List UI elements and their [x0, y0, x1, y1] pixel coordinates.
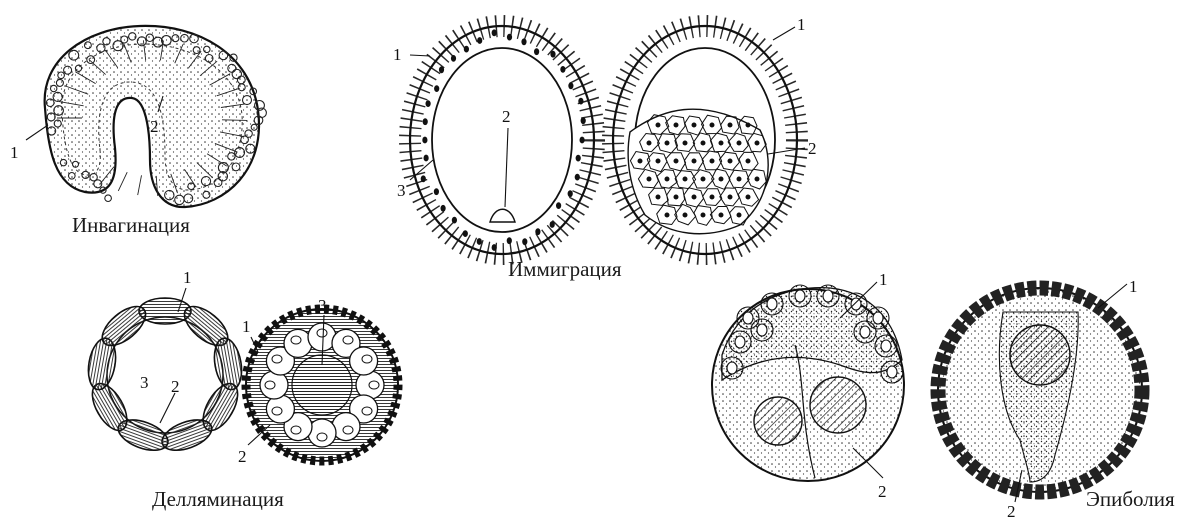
invagination-callout-1: 1 [10, 125, 48, 162]
svg-text:1: 1 [1129, 277, 1138, 296]
svg-text:1: 1 [242, 317, 251, 336]
immigration-late-callout-1: 1 [773, 15, 806, 40]
svg-text:3: 3 [140, 373, 149, 392]
immigration-embryo-early [410, 26, 594, 254]
svg-text:2: 2 [808, 139, 817, 158]
svg-text:2: 2 [878, 482, 887, 501]
svg-text:1: 1 [183, 268, 192, 287]
delamination-late-callout-1: 1 [242, 317, 258, 352]
svg-text:1: 1 [10, 143, 19, 162]
delamination-early-callout-3: 3 [140, 373, 149, 392]
svg-text:2: 2 [1007, 502, 1016, 518]
immigration-embryo-late [613, 26, 797, 254]
svg-text:2: 2 [171, 377, 180, 396]
caption-epiboly: Эпиболия [1086, 487, 1175, 512]
epiboly-embryo-late [938, 288, 1142, 492]
svg-text:3: 3 [397, 181, 406, 200]
svg-text:2: 2 [238, 447, 247, 466]
immigration-early-callout-1: 1 [393, 45, 430, 64]
epiboly-embryo-early [712, 285, 904, 481]
delamination-embryo-early [85, 298, 246, 456]
caption-immigration: Иммиграция [508, 257, 622, 282]
svg-text:1: 1 [797, 15, 806, 34]
svg-text:1: 1 [393, 45, 402, 64]
epiboly-late-callout-1: 1 [1098, 277, 1138, 308]
svg-text:2: 2 [150, 117, 159, 136]
delamination-embryo-late [246, 309, 398, 461]
svg-text:3: 3 [318, 296, 327, 315]
svg-text:1: 1 [879, 270, 888, 289]
svg-text:2: 2 [502, 107, 511, 126]
caption-invagination: Инвагинация [72, 213, 190, 238]
caption-delamination: Делляминация [152, 487, 284, 512]
